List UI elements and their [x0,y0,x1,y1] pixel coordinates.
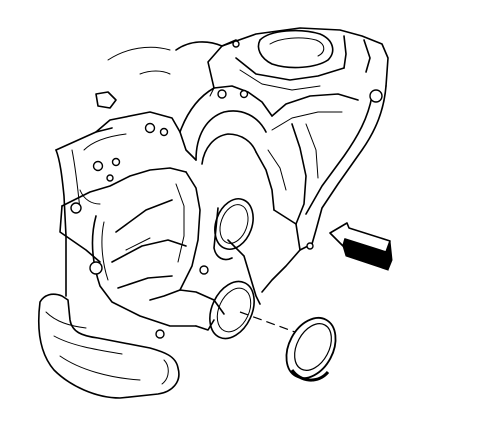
engine-block [37,27,389,399]
bolt-hole [199,265,209,275]
bolt-hole [239,89,249,99]
bolt-hole [232,40,240,48]
bolt-hole [369,89,383,103]
crankshaft-bore [213,198,254,261]
bolt-hole [106,174,114,182]
bolt-hole [306,242,314,250]
direction-arrow [329,222,393,271]
bolt-holes [70,40,383,339]
bolt-hole [89,261,103,275]
seal-bore [209,280,255,340]
crankshaft-front-seal [285,317,337,382]
bolt-hole [144,122,156,134]
bolt-hole [159,127,169,137]
bolt-hole [217,89,227,99]
bolt-hole [155,329,165,339]
bolt-hole [111,157,121,167]
bolt-hole [70,202,82,214]
bolt-hole [92,160,104,172]
